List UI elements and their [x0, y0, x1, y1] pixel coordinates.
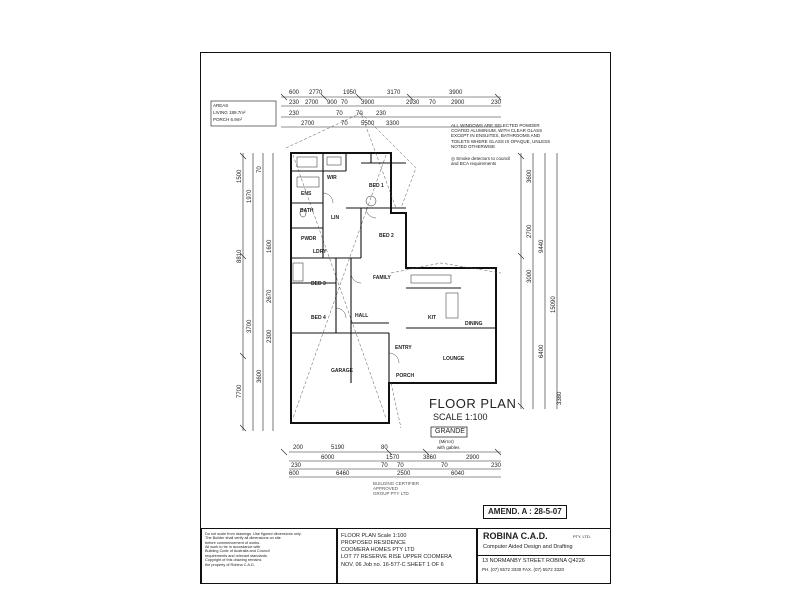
room-ens: ENS [301, 191, 312, 197]
company-suffix: PTY. LTD. [573, 534, 591, 539]
room-laundry: LDRY [313, 249, 327, 255]
room-garage: GARAGE [331, 368, 353, 374]
room-hall: HALL [355, 313, 369, 319]
floor-plan-scale: SCALE 1:100 [433, 412, 488, 422]
certifier-stamp: BUILDING CERTIFIER APPROVED GROUP PTY LT… [373, 481, 420, 497]
amendment-label: AMEND. A : 28-5-07 [483, 505, 567, 519]
room-lin: LIN [331, 215, 340, 221]
smoke-note: ◎ Smoke detectors to council and BCA req… [451, 156, 511, 167]
area-heading: AREAS [213, 103, 229, 108]
room-bed1: BED 1 [369, 183, 384, 189]
model-variant-gables: with gables [437, 445, 460, 450]
room-family: FAMILY [373, 275, 391, 281]
room-pwdr: PWDR [301, 236, 317, 242]
room-dining: DINING [465, 321, 483, 327]
model-name: GRANDE [435, 428, 465, 435]
room-entry: ENTRY [395, 345, 412, 351]
general-notes-box: Do not scale from drawings. Use figured … [201, 528, 338, 584]
room-bed3: BED 3 [311, 281, 326, 287]
room-bed2: BED 2 [379, 233, 394, 239]
project-info-box: FLOOR PLAN Scale 1:100 PROPOSED RESIDENC… [336, 528, 478, 584]
company-name: ROBINA C.A.D. [483, 531, 548, 541]
company-box: ROBINA C.A.D. PTY. LTD. Computer Aided D… [476, 528, 611, 584]
area-porch: PORCH 6.9m² [213, 117, 243, 122]
company-phone: PH. (07) 5572 3330 FAX. (07) 5572 3320 [482, 567, 565, 572]
room-bed4: BED 4 [311, 315, 326, 321]
room-porch: PORCH [396, 373, 415, 379]
company-address: 13 NORMANBY STREET ROBINA Q4226 [482, 558, 585, 564]
room-lounge: LOUNGE [443, 356, 465, 362]
area-living: LIVING 189.7m² [213, 110, 246, 115]
room-wir: WIR [327, 175, 337, 181]
floor-plan-title: FLOOR PLAN [429, 396, 517, 411]
room-kitchen: KIT [428, 315, 437, 321]
floor-plan-drawing [210, 93, 558, 478]
model-variant: (Mirror) [439, 439, 454, 444]
room-bath: BATH [300, 208, 314, 214]
company-tagline: Computer Aided Design and Drafting [483, 544, 573, 550]
drawing-sheet: AREAS LIVING 189.7m² PORCH 6.9m² ALL WIN… [200, 52, 611, 584]
window-notes: ALL WINDOWS ARE SELECTED POWDER COATED A… [451, 123, 551, 149]
